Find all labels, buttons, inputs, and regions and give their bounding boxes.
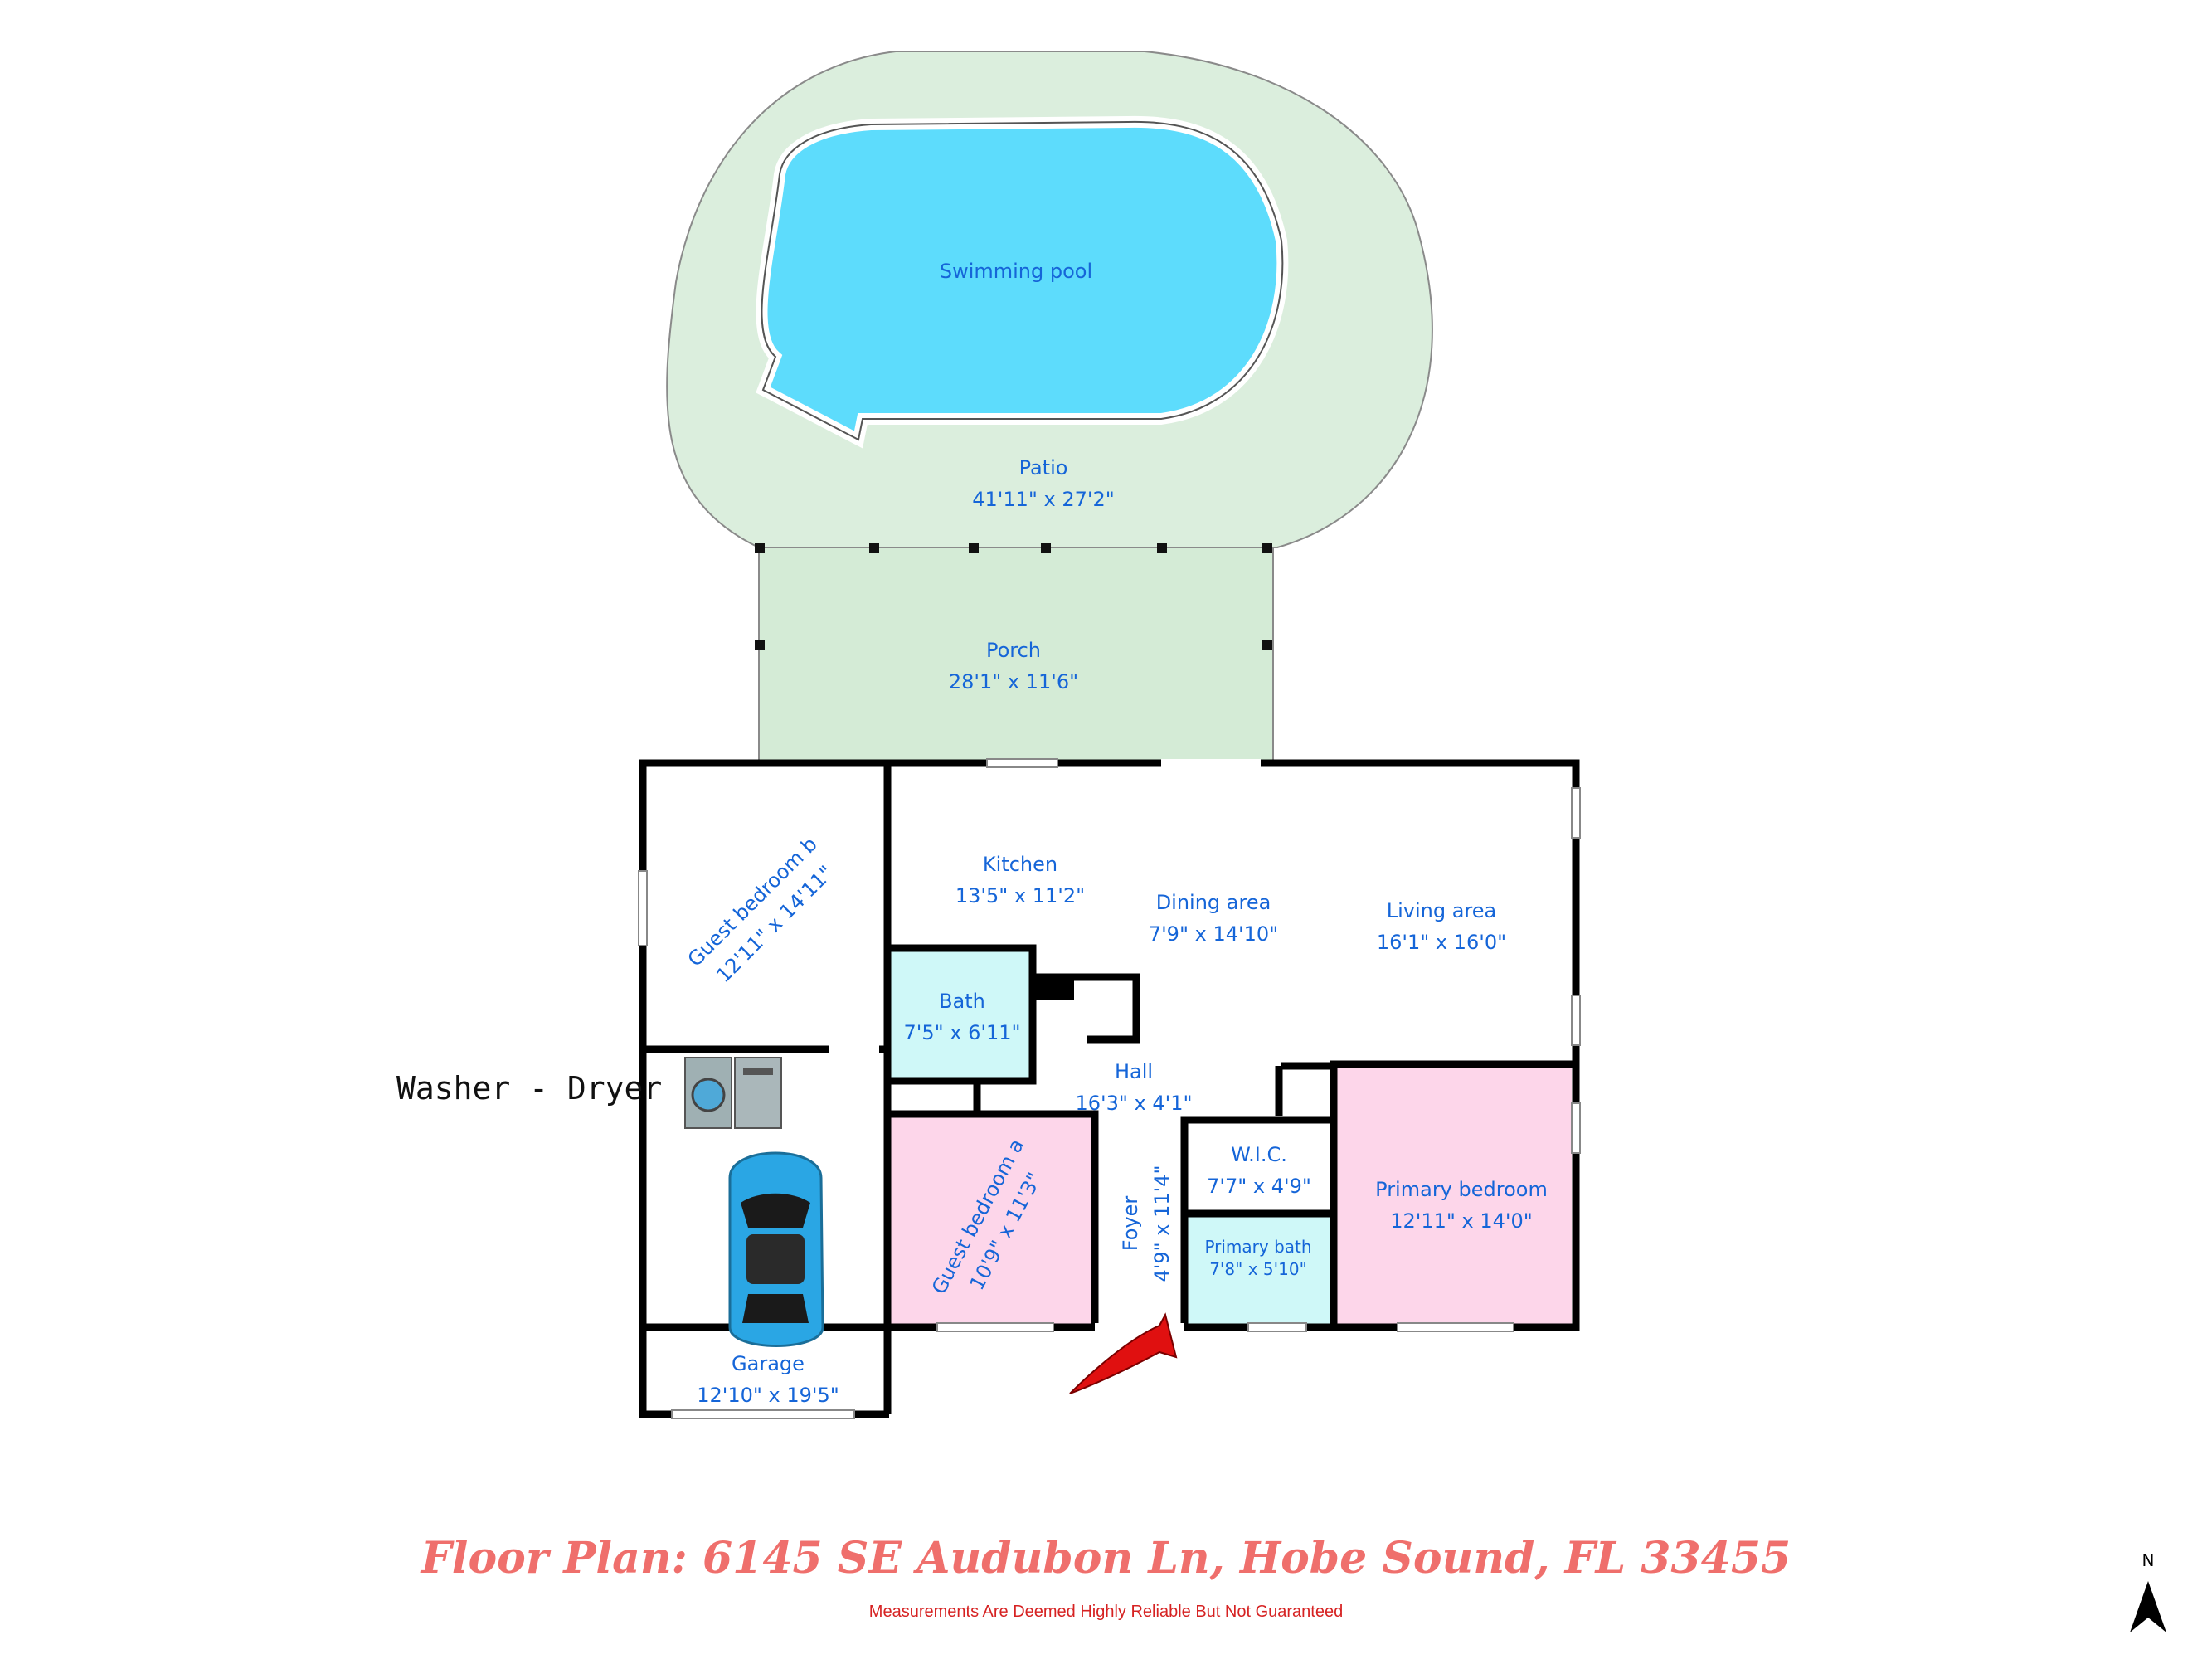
measurement-disclaimer: Measurements Are Deemed Highly Reliable …	[868, 1603, 1344, 1621]
wic-size: 7'7" x 4'9"	[1207, 1175, 1311, 1198]
hall-size: 16'3" x 4'1"	[1075, 1092, 1192, 1115]
primary-bedroom-room	[1335, 1068, 1572, 1326]
bath-name: Bath	[939, 990, 985, 1013]
primary-bath-name: Primary bath	[1204, 1237, 1311, 1257]
pool-name: Swimming pool	[940, 260, 1092, 283]
entry-arrow-icon	[1069, 1312, 1178, 1394]
foyer-size: 4'9" x 11'4"	[1150, 1165, 1174, 1282]
bath-size: 7'5" x 6'11"	[903, 1021, 1020, 1044]
washer-dryer-icon	[684, 1057, 782, 1129]
compass-north-icon	[2130, 1581, 2166, 1632]
porch-size: 28'1" x 11'6"	[949, 670, 1078, 693]
primary-bedroom-size: 12'11" x 14'0"	[1390, 1209, 1533, 1233]
primary-bedroom-name: Primary bedroom	[1375, 1178, 1548, 1201]
hall-name: Hall	[1115, 1060, 1153, 1083]
washer-dryer-annotation: Washer - Dryer	[396, 1070, 662, 1107]
dining-size: 7'9" x 14'10"	[1149, 922, 1278, 946]
guest-bedroom-a-room	[890, 1116, 1093, 1326]
wic-name: W.I.C.	[1231, 1143, 1287, 1166]
kitchen-name: Kitchen	[983, 853, 1057, 876]
patio-name: Patio	[1019, 456, 1068, 479]
bath-room	[890, 950, 1031, 1081]
compass-label: N	[2142, 1550, 2155, 1570]
living-size: 16'1" x 16'0"	[1377, 931, 1506, 954]
patio-size: 41'11" x 27'2"	[972, 488, 1115, 511]
foyer-name: Foyer	[1119, 1196, 1142, 1252]
kitchen-size: 13'5" x 11'2"	[955, 884, 1085, 907]
garage-name: Garage	[732, 1352, 805, 1375]
primary-bath-size: 7'8" x 5'10"	[1209, 1259, 1307, 1279]
car-icon	[728, 1151, 824, 1347]
porch-area	[758, 547, 1274, 762]
porch-name: Porch	[986, 639, 1041, 662]
primary-bath-room	[1186, 1215, 1331, 1326]
wic-room	[1186, 1122, 1331, 1214]
floor-plan-title: Floor Plan: 6145 SE Audubon Ln, Hobe Sou…	[421, 1533, 1791, 1584]
garage-size: 12'10" x 19'5"	[697, 1384, 839, 1407]
dining-name: Dining area	[1156, 891, 1271, 914]
living-name: Living area	[1387, 899, 1497, 922]
